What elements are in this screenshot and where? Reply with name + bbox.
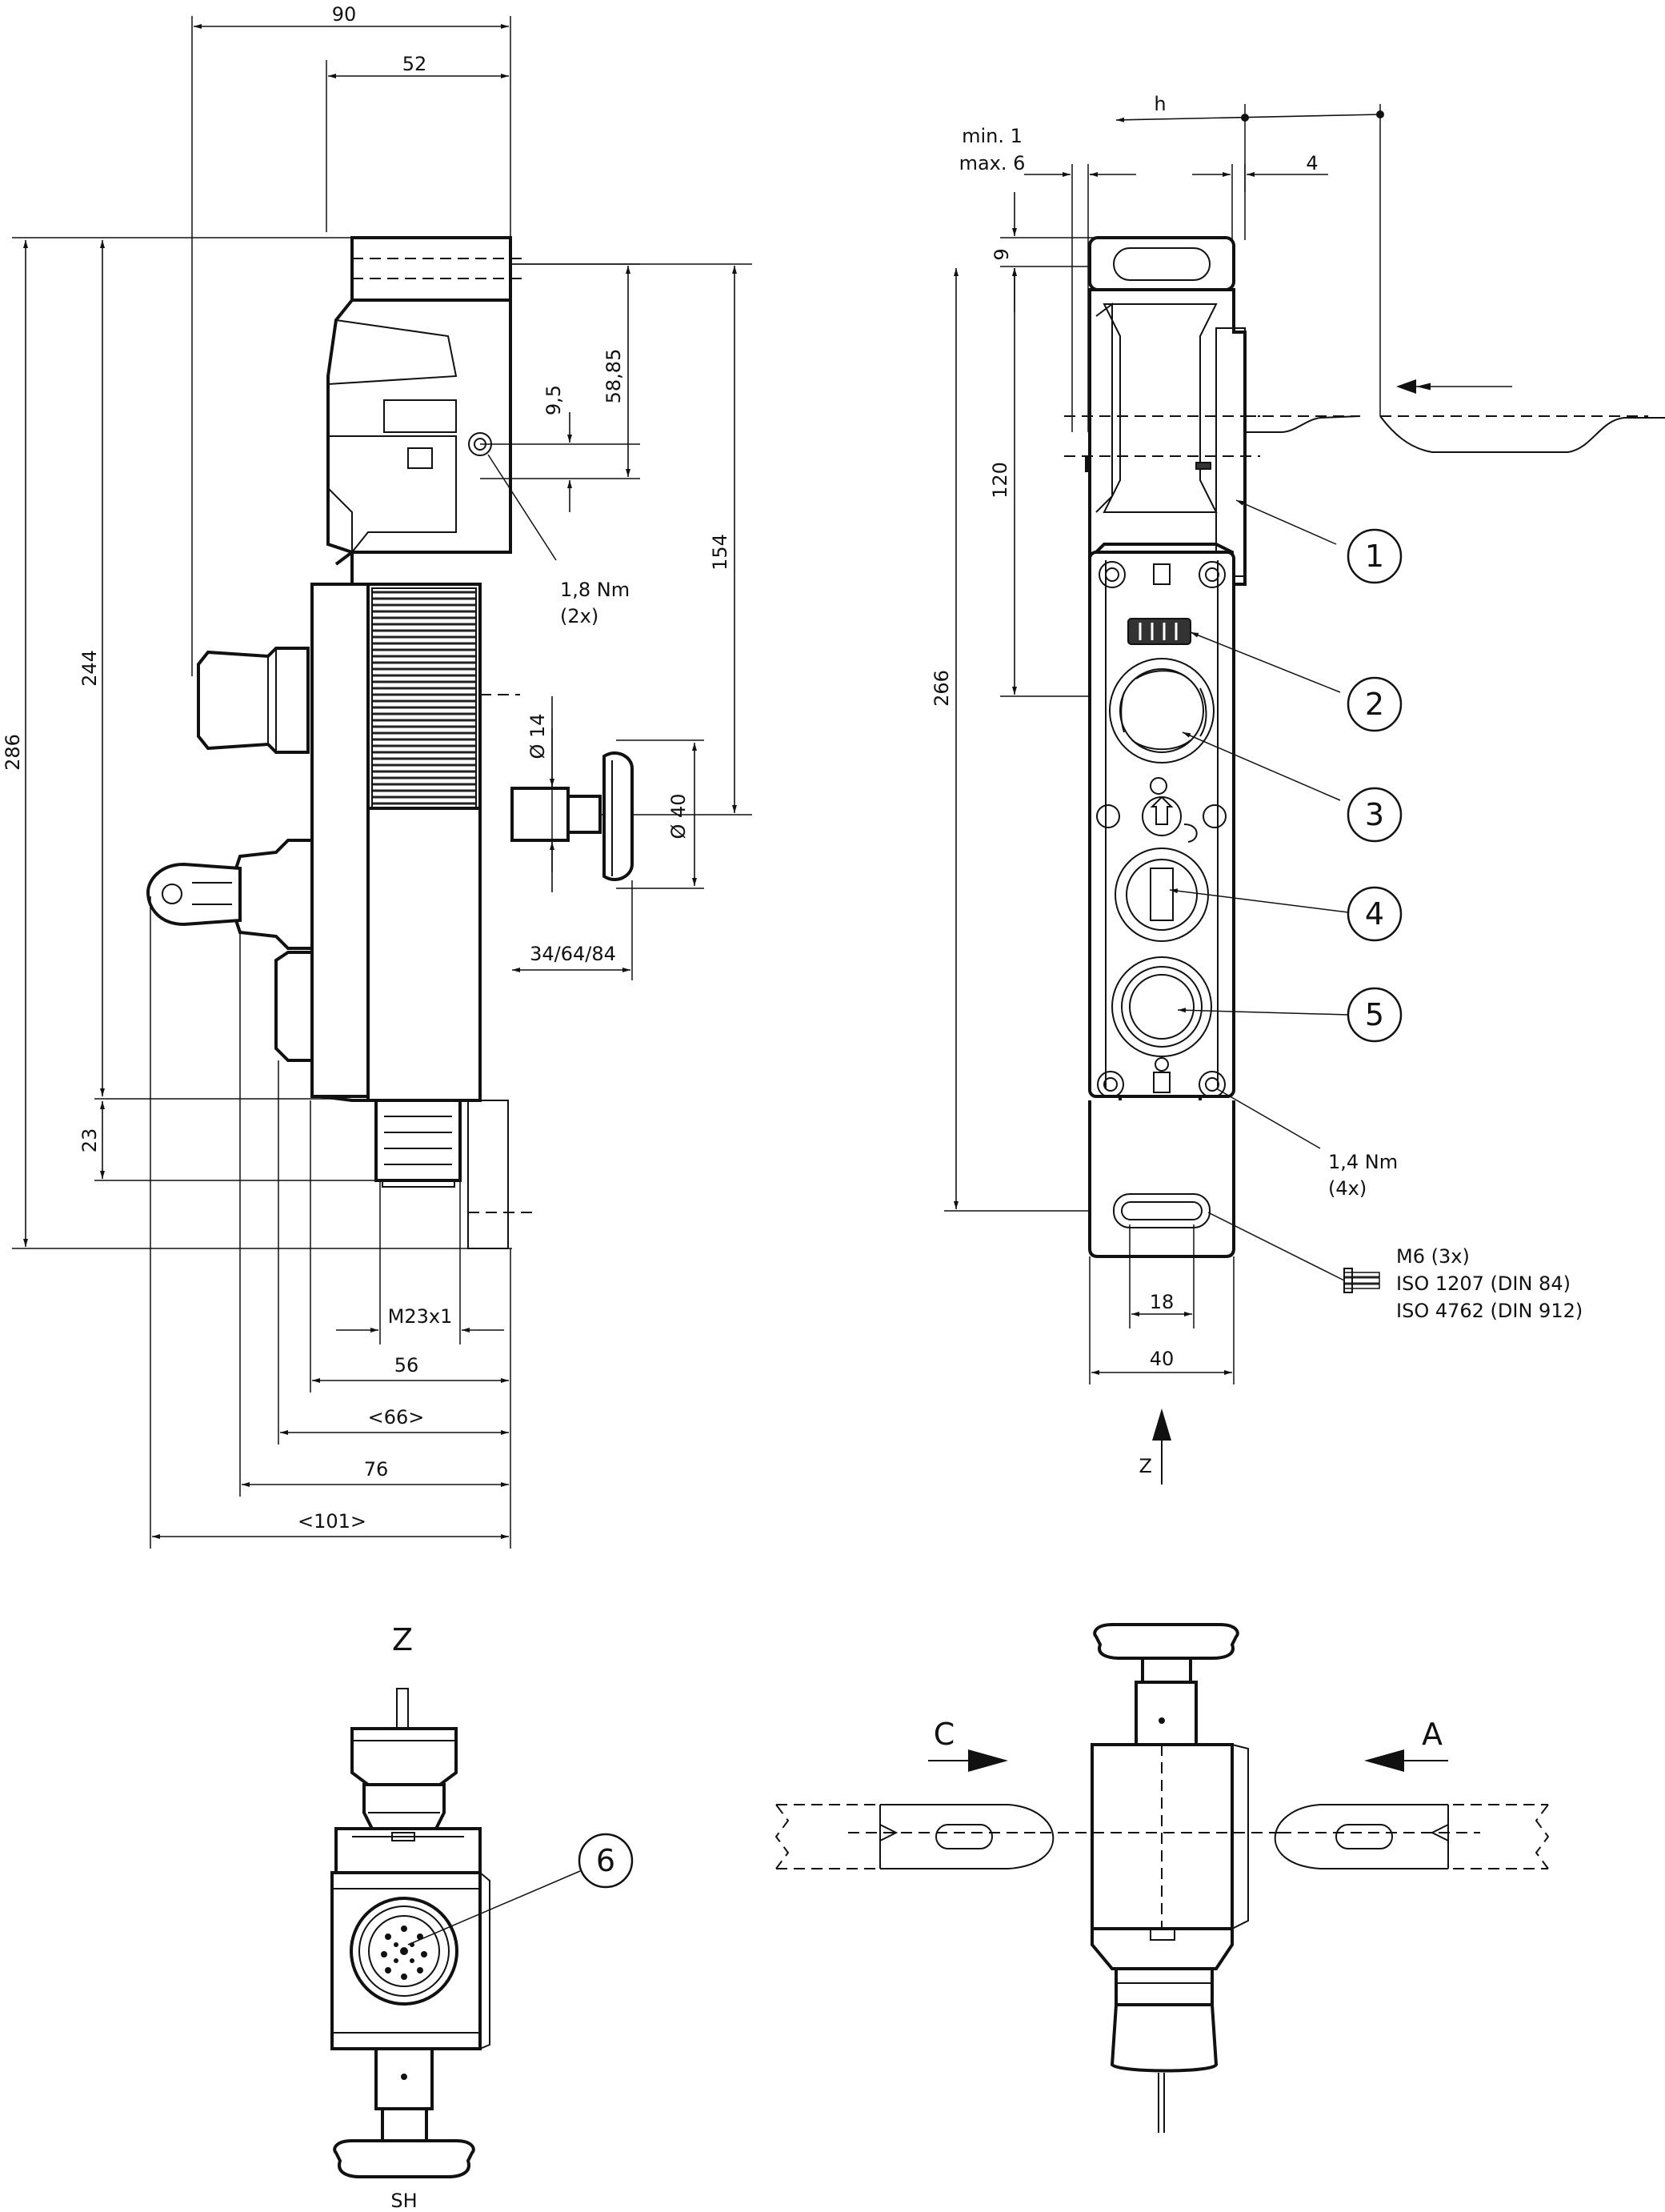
side-view: 90 52 286 244 23 bbox=[2, 3, 752, 1549]
release-knob: Ø 14 Ø 40 34/64/84 bbox=[510, 696, 704, 980]
dim-76-label: 76 bbox=[364, 1458, 389, 1481]
dim-phi40-label: Ø 40 bbox=[667, 793, 690, 839]
callout-5-label: 5 bbox=[1365, 997, 1384, 1032]
torque-note-bottom: 1,4 Nm (4x) bbox=[1215, 1088, 1398, 1200]
dim-18-label: 18 bbox=[1150, 1291, 1175, 1313]
dim-266-label: 266 bbox=[931, 670, 953, 707]
dim-90: 90 bbox=[191, 3, 511, 676]
dim-58-85-label: 58,85 bbox=[602, 349, 625, 404]
dim-23-label: 23 bbox=[78, 1128, 101, 1153]
main-enclosure bbox=[310, 549, 532, 1249]
top-view: C A bbox=[774, 1623, 1550, 2133]
dim-76: 76 bbox=[239, 932, 509, 1497]
dim-m23: M23x1 bbox=[336, 1180, 504, 1344]
screw-note: M6 (3x) ISO 1207 (DIN 84) ISO 4762 (DIN … bbox=[1207, 1212, 1583, 1322]
dim-90-label: 90 bbox=[332, 3, 357, 26]
callout-5: 5 bbox=[1177, 987, 1403, 1043]
actuator-head bbox=[326, 236, 528, 554]
front-head bbox=[1064, 236, 1260, 586]
torque-note-top: 1,8 Nm (2x) bbox=[487, 454, 630, 627]
torque-top-line1: 1,8 Nm bbox=[560, 579, 630, 601]
dim-max-label: max. 6 bbox=[959, 152, 1026, 174]
dim-9-5-label: 9,5 bbox=[542, 385, 565, 415]
dim-244: 244 bbox=[78, 240, 360, 1100]
callout-4-label: 4 bbox=[1365, 896, 1384, 932]
dim-52-label: 52 bbox=[402, 53, 427, 75]
dim-58-85: 58,85 bbox=[510, 263, 640, 477]
dim-4-label: 4 bbox=[1306, 152, 1318, 174]
dim-9-5: 9,5 bbox=[480, 385, 640, 512]
front-body bbox=[1088, 551, 1235, 1098]
callout-6-label: 6 bbox=[596, 1843, 615, 1878]
dim-286: 286 bbox=[2, 237, 512, 1249]
view-arrow-z: Z bbox=[1139, 1409, 1171, 1485]
top-view-c-label: C bbox=[934, 1717, 955, 1752]
callout-3-label: 3 bbox=[1365, 797, 1384, 832]
dim-154-label: 154 bbox=[709, 534, 731, 571]
torque-bottom-line1: 1,4 Nm bbox=[1328, 1151, 1398, 1173]
torque-top-line2: (2x) bbox=[560, 605, 598, 627]
front-view-z-label: Z bbox=[1139, 1455, 1152, 1477]
callout-4: 4 bbox=[1169, 886, 1403, 942]
dim-18: 18 bbox=[1129, 1224, 1195, 1328]
callout-2: 2 bbox=[1190, 631, 1403, 732]
dim-9: 9 bbox=[991, 192, 1104, 312]
dim-h-label: h bbox=[1154, 93, 1166, 115]
dim-40-label: 40 bbox=[1150, 1348, 1175, 1370]
callout-2-label: 2 bbox=[1365, 687, 1384, 722]
top-view-a-label: A bbox=[1422, 1717, 1443, 1752]
dim-h: h bbox=[1115, 93, 1384, 416]
screw-note-line3: ISO 4762 (DIN 912) bbox=[1396, 1300, 1583, 1322]
dim-34-64-84-label: 34/64/84 bbox=[530, 943, 616, 965]
dim-101: <101> bbox=[150, 896, 511, 1549]
dim-120: 120 bbox=[989, 268, 1184, 697]
dim-66: <66> bbox=[278, 1060, 509, 1445]
bottom-view-z-label: Z bbox=[392, 1622, 413, 1657]
screw-note-line1: M6 (3x) bbox=[1396, 1245, 1470, 1268]
screw-note-line2: ISO 1207 (DIN 84) bbox=[1396, 1272, 1571, 1295]
dim-52: 52 bbox=[326, 53, 509, 232]
bottom-view-sh-label: SH bbox=[390, 2190, 417, 2212]
dim-phi14-label: Ø 14 bbox=[526, 713, 549, 759]
dim-56: 56 bbox=[310, 1100, 509, 1393]
bottom-view: Z SH 6 bbox=[330, 1622, 634, 2212]
callout-3: 3 bbox=[1182, 731, 1403, 843]
dim-m23-label: M23x1 bbox=[388, 1305, 453, 1328]
emergency-button-left bbox=[197, 647, 310, 754]
pushbutton-lower bbox=[274, 951, 314, 1062]
key-selector bbox=[146, 839, 314, 950]
callout-1-label: 1 bbox=[1365, 539, 1384, 574]
actuator-dashed bbox=[1245, 379, 1665, 453]
dim-101-label: <101> bbox=[298, 1510, 366, 1533]
dim-66-label: <66> bbox=[368, 1406, 425, 1429]
dim-9-label: 9 bbox=[991, 248, 1013, 260]
front-view: h min. 1 max. 6 4 9 bbox=[931, 93, 1665, 1485]
dim-286-label: 286 bbox=[2, 734, 24, 771]
dim-min-label: min. 1 bbox=[962, 125, 1023, 147]
dim-244-label: 244 bbox=[78, 650, 101, 687]
dim-40: 40 bbox=[1089, 1256, 1235, 1385]
callout-1: 1 bbox=[1235, 499, 1403, 584]
front-connector bbox=[1088, 1095, 1235, 1258]
dim-120-label: 120 bbox=[989, 462, 1011, 499]
dim-56-label: 56 bbox=[394, 1354, 419, 1376]
torque-bottom-line2: (4x) bbox=[1328, 1177, 1367, 1200]
